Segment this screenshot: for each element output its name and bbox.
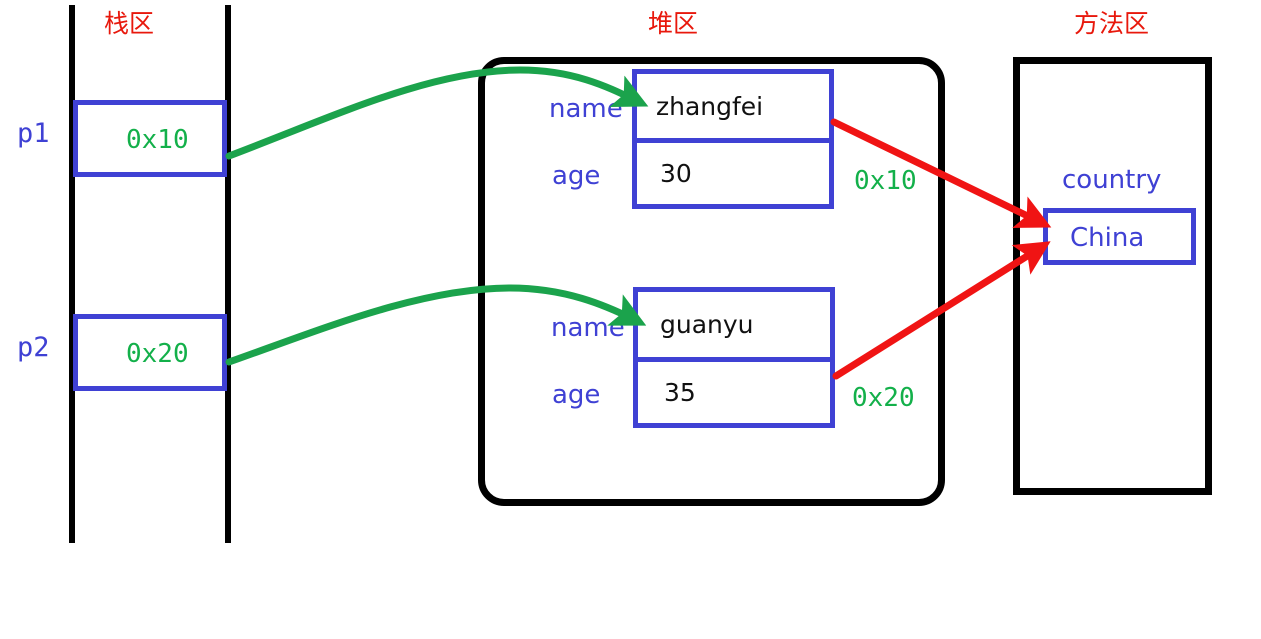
stack-left-rail xyxy=(69,5,75,543)
heap-object-2[interactable]: guanyu 35 xyxy=(633,287,835,428)
stack-slot-p1-value: 0x10 xyxy=(126,125,189,155)
heap-region-title: 堆区 xyxy=(648,9,699,38)
stack-region-title: 栈区 xyxy=(104,9,155,38)
stack-right-rail xyxy=(225,5,231,543)
heap-object-2-address: 0x20 xyxy=(852,383,915,413)
method-area-title: 方法区 xyxy=(1074,9,1150,38)
heap-object-2-name-label: name xyxy=(551,313,625,343)
heap-object-1-age-value: 30 xyxy=(660,159,692,188)
method-area-container xyxy=(1013,57,1212,495)
stack-var-label-p1: p1 xyxy=(17,118,50,149)
heap-object-2-age-label: age xyxy=(552,380,601,410)
stack-var-label-p2: p2 xyxy=(17,332,50,363)
heap-object-1-address: 0x10 xyxy=(854,166,917,196)
stack-slot-p2-value: 0x20 xyxy=(126,339,189,369)
method-area-country-value: China xyxy=(1070,223,1145,253)
stack-slot-p2[interactable]: 0x20 xyxy=(73,314,227,391)
heap-object-1[interactable]: zhangfei 30 xyxy=(632,69,834,209)
stack-slot-p1[interactable]: 0x10 xyxy=(73,100,227,177)
heap-object-2-age-value: 35 xyxy=(664,378,696,407)
heap-object-1-divider xyxy=(637,138,829,143)
heap-object-2-name-value: guanyu xyxy=(660,310,754,339)
method-area-country-box[interactable]: China xyxy=(1043,208,1196,265)
heap-object-2-divider xyxy=(638,357,830,362)
method-area-country-label: country xyxy=(1062,165,1162,195)
heap-object-1-name-label: name xyxy=(549,94,623,124)
heap-object-1-age-label: age xyxy=(552,161,601,191)
heap-object-1-name-value: zhangfei xyxy=(656,92,764,121)
